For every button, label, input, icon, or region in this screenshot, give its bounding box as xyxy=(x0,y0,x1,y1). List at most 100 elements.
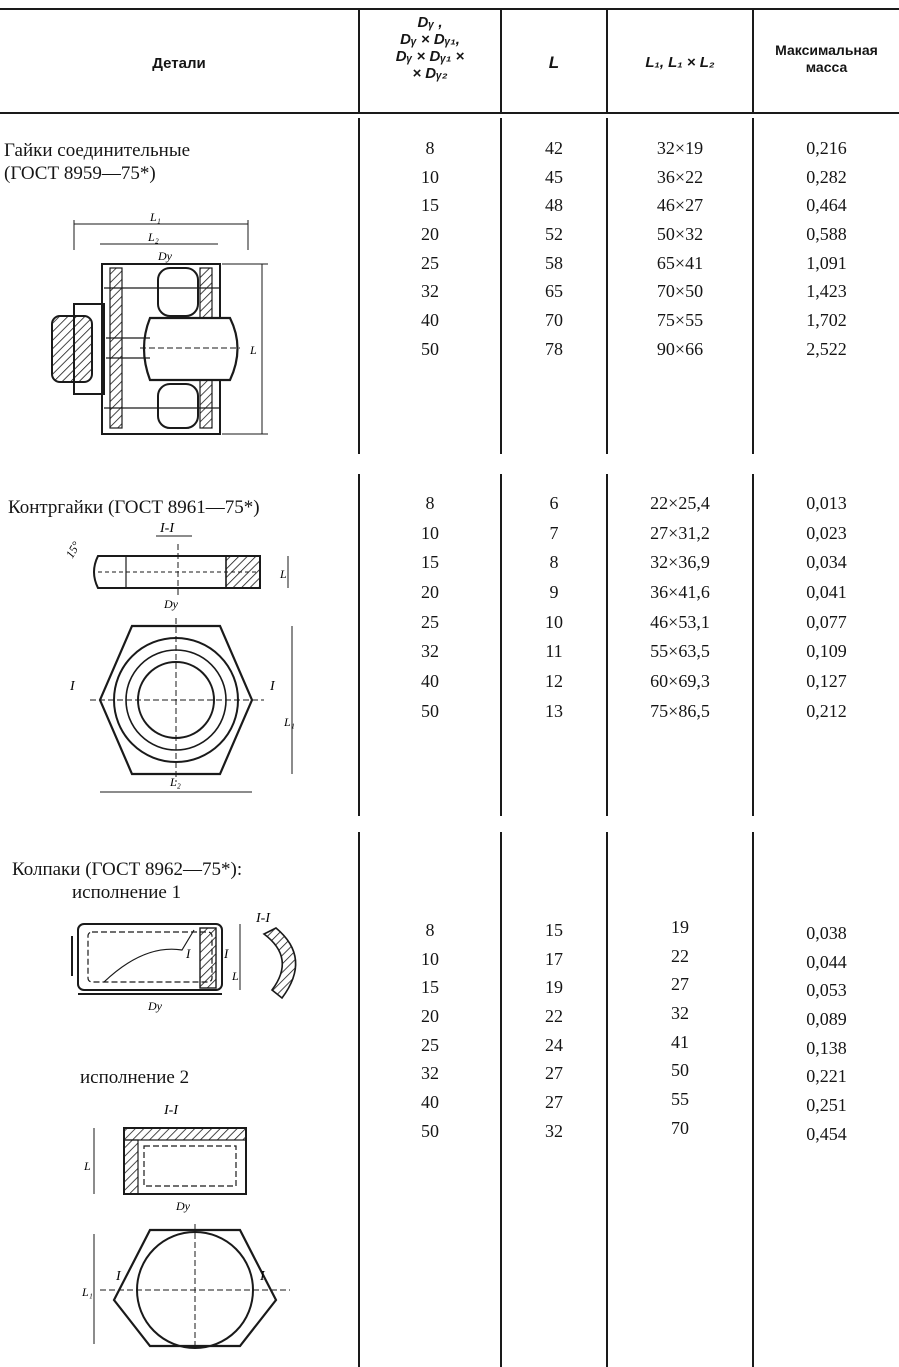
dim-label-l: L xyxy=(83,1159,91,1173)
cell-l1: 46×53,1 xyxy=(650,611,710,632)
cell-l1: 70 xyxy=(671,1117,689,1138)
cell-mass: 1,702 xyxy=(806,310,847,331)
cut-mark-inner: I xyxy=(185,946,191,961)
dim-label-l2: L₂ xyxy=(147,230,159,244)
cell-mass: 0,034 xyxy=(806,552,847,573)
header-dy-line: × Dᵧ₂ xyxy=(412,65,448,82)
title-line: исполнение 1 xyxy=(72,882,182,903)
cell-dy: 10 xyxy=(421,948,439,969)
section-mark-i-i: I-I xyxy=(255,911,271,926)
dim-label-dy: Dy xyxy=(147,999,163,1013)
cell-mass: 0,013 xyxy=(806,493,847,513)
s1-col-l1: 32×19 36×22 46×27 50×32 65×41 70×50 75×5… xyxy=(608,134,752,364)
cell-dy: 15 xyxy=(421,552,439,573)
cell-mass: 0,023 xyxy=(806,522,847,543)
s2-col-dy: 8 10 15 20 25 32 40 50 xyxy=(360,489,500,727)
header-max-mass: Максимальная масса xyxy=(754,42,899,76)
cell-mass: 1,091 xyxy=(806,252,847,273)
cell-l1: 32×36,9 xyxy=(650,552,710,573)
cut-mark-left: I xyxy=(69,679,76,694)
cell-l1: 32 xyxy=(671,1003,689,1024)
cut-mark-right: I xyxy=(259,1269,266,1284)
s3-col-dy: 8 10 15 20 25 32 40 50 xyxy=(360,916,500,1146)
cell-dy: 32 xyxy=(421,641,439,662)
cell-mass: 0,109 xyxy=(806,641,847,662)
cell-dy: 25 xyxy=(421,611,439,632)
cell-l: 13 xyxy=(545,700,563,721)
section-mark-i-i: I-I xyxy=(159,521,175,536)
cell-l1: 19 xyxy=(671,917,689,937)
cell-dy: 25 xyxy=(421,1034,439,1055)
cell-l1: 90×66 xyxy=(656,338,704,359)
s1-col-mass: 0,216 0,282 0,464 0,588 1,091 1,423 1,70… xyxy=(754,134,899,364)
dim-label-l: L xyxy=(249,343,257,357)
s3-col-l1: 19 22 27 32 41 50 55 70 xyxy=(608,913,752,1143)
cell-l1: 22×25,4 xyxy=(650,493,710,513)
cell-dy: 15 xyxy=(421,195,439,216)
cell-mass: 0,464 xyxy=(806,195,847,216)
cell-l: 9 xyxy=(549,582,559,603)
cell-l: 15 xyxy=(545,920,563,940)
cell-l: 12 xyxy=(545,671,563,692)
col-divider-3-header xyxy=(606,8,608,114)
header-nominal-diameter: Dᵧ , Dᵧ × Dᵧ₁, Dᵧ × Dᵧ₁ × × Dᵧ₂ xyxy=(360,14,500,82)
s1-col-l: 42 45 48 52 58 65 70 78 xyxy=(502,134,606,364)
title-line: Гайки соединительные xyxy=(4,140,191,161)
col-divider-1-header xyxy=(358,8,360,114)
dim-label-dy: Dy xyxy=(163,597,179,611)
cell-l: 52 xyxy=(545,224,563,245)
cell-l1: 22 xyxy=(671,945,689,966)
cell-dy: 10 xyxy=(421,166,439,187)
title-line: Колпаки (ГОСТ 8962—75*): xyxy=(12,859,243,880)
cell-mass: 2,522 xyxy=(806,338,847,359)
cell-l: 27 xyxy=(545,1063,563,1084)
col-divider-1-s1 xyxy=(358,118,360,454)
cell-dy: 20 xyxy=(421,582,439,603)
header-bottom-rule xyxy=(0,112,899,114)
cell-mass: 0,138 xyxy=(806,1037,847,1058)
lock-nut-drawing: I-I 15° Dy L I I L₁ L₂ xyxy=(63,521,295,793)
col-divider-4-s1 xyxy=(752,118,754,454)
title-line: Контргайки (ГОСТ 8961—75*) xyxy=(8,497,260,518)
s3-col-mass: 0,038 0,044 0,053 0,089 0,138 0,221 0,25… xyxy=(754,919,899,1149)
cut-mark-outer: I xyxy=(223,946,229,961)
header-mass-line: масса xyxy=(805,59,848,75)
col-divider-4-s2 xyxy=(752,474,754,816)
cell-mass: 0,282 xyxy=(806,166,847,187)
table-top-rule xyxy=(0,8,899,10)
cell-dy: 20 xyxy=(421,224,439,245)
dim-label-l: L xyxy=(279,567,287,581)
section-lock-nuts-title: Контргайки (ГОСТ 8961—75*) xyxy=(8,496,260,519)
cell-l1: 46×27 xyxy=(656,195,704,216)
cell-l: 27 xyxy=(545,1092,563,1113)
section-union-nuts-title: Гайки соединительные (ГОСТ 8959—75*) xyxy=(4,139,190,185)
cell-dy: 40 xyxy=(421,671,439,692)
cell-l1: 27×31,2 xyxy=(650,522,710,543)
cell-mass: 0,044 xyxy=(806,951,847,972)
dim-label-l1: L₁ xyxy=(81,1285,93,1299)
s2-col-l: 6 7 8 9 10 11 12 13 xyxy=(502,489,606,727)
cell-l1: 32×19 xyxy=(656,138,704,158)
cell-l: 24 xyxy=(545,1034,563,1055)
cell-l1: 60×69,3 xyxy=(650,671,710,692)
union-nut-drawing: L₁ L₂ Dy L xyxy=(51,210,268,435)
col-divider-4-header xyxy=(752,8,754,114)
cell-mass: 0,588 xyxy=(806,224,847,245)
dim-label-l1: L₁ xyxy=(149,210,161,224)
cell-mass: 0,053 xyxy=(806,980,847,1001)
dim-label-l2: L₂ xyxy=(169,775,181,789)
cell-l: 48 xyxy=(545,195,563,216)
cell-l: 8 xyxy=(549,552,559,573)
cell-mass: 0,216 xyxy=(806,138,847,158)
cell-l1: 36×22 xyxy=(656,166,704,187)
cell-mass: 0,077 xyxy=(806,611,847,632)
cell-dy: 8 xyxy=(425,138,435,158)
cell-mass: 0,038 xyxy=(806,923,847,943)
col-divider-2-header xyxy=(500,8,502,114)
cell-l1: 27 xyxy=(671,974,689,995)
cell-l: 19 xyxy=(545,977,563,998)
col-divider-2-s1 xyxy=(500,118,502,454)
col-divider-3-s2 xyxy=(606,474,608,816)
col-divider-2-s2 xyxy=(500,474,502,816)
